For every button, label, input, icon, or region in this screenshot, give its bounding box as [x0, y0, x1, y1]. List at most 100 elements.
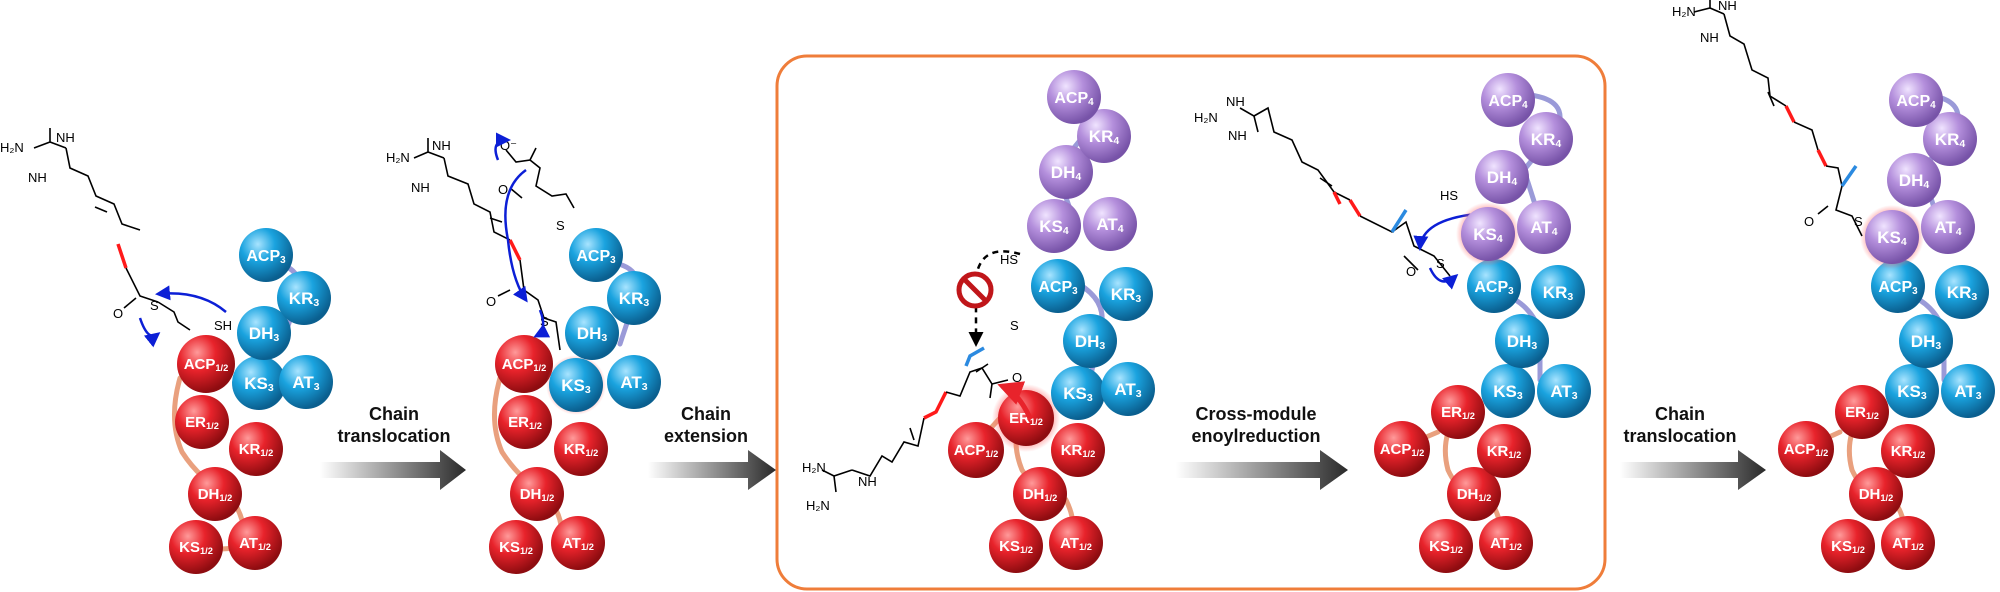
svg-text:ACP3: ACP3: [246, 248, 286, 266]
domain-at12: AT1/2: [1881, 516, 1935, 570]
domain-dh3: DH3: [1063, 314, 1117, 368]
svg-text:ACP4: ACP4: [1896, 93, 1936, 111]
svg-text:DH4: DH4: [1051, 163, 1082, 183]
domain-acp3: ACP3: [1467, 259, 1521, 313]
svg-text:NH: NH: [28, 170, 47, 185]
svg-text:KS4: KS4: [1039, 217, 1069, 237]
domain-dh12: DH1/2: [510, 467, 564, 521]
domain-kr12: KR1/2: [229, 422, 283, 476]
domain-kr4: KR4: [1923, 112, 1977, 166]
molecule-3-labels: H₂N H₂N NH O S HS: [802, 252, 1022, 513]
svg-text:ER1/2: ER1/2: [1441, 404, 1475, 421]
svg-text:DH4: DH4: [1487, 168, 1518, 188]
domain-ks12: KS1/2: [989, 519, 1043, 573]
domain-dh3: DH3: [237, 306, 291, 360]
domain-kr3: KR3: [1531, 265, 1585, 319]
domain-ks3: KS3: [1885, 364, 1939, 418]
domain-acp12: ACP1/2: [1374, 421, 1430, 477]
svg-text:KR3: KR3: [1947, 283, 1978, 303]
domain-er12: ER1/2: [992, 384, 1060, 452]
domain-ks4: KS4: [1860, 205, 1924, 269]
svg-text:DH3: DH3: [1075, 332, 1106, 352]
svg-text:ER1/2: ER1/2: [1009, 410, 1043, 427]
domain-at3: AT3: [607, 355, 661, 409]
arrows-2: [494, 132, 551, 338]
domain-dh12: DH1/2: [1013, 467, 1067, 521]
domain-dh4: DH4: [1475, 150, 1529, 204]
domain-at3: AT3: [1941, 364, 1995, 418]
panel-4: KS1/2 AT1/2 DH1/2 KR1/2 ACP1/2 ER1/2 KS3…: [1374, 73, 1591, 573]
svg-text:DH1/2: DH1/2: [1859, 486, 1894, 503]
domain-ks12: KS1/2: [169, 520, 223, 574]
panel-3: KS1/2 AT1/2 DH1/2 KR1/2 ACP1/2 ER1/2 KS3…: [802, 70, 1477, 573]
svg-text:DH1/2: DH1/2: [1023, 486, 1058, 503]
domain-acp3: ACP3: [1031, 259, 1085, 313]
svg-text:ACP1/2: ACP1/2: [184, 356, 229, 373]
domain-ks3: KS3: [546, 355, 606, 415]
svg-text:DH3: DH3: [1507, 332, 1538, 352]
domain-acp4: ACP4: [1481, 73, 1535, 127]
svg-text:KR3: KR3: [1543, 283, 1574, 303]
domain-acp3: ACP3: [569, 228, 623, 282]
svg-text:Chain: Chain: [1655, 404, 1705, 424]
svg-text:enoylreduction: enoylreduction: [1191, 426, 1320, 446]
svg-text:O: O: [113, 306, 123, 321]
svg-text:S: S: [556, 218, 565, 233]
svg-text:AT3: AT3: [1954, 382, 1981, 402]
domain-er12: ER1/2: [1835, 385, 1889, 439]
svg-text:AT3: AT3: [1550, 382, 1577, 402]
svg-text:S: S: [1854, 214, 1863, 229]
arrows-1: [138, 285, 227, 348]
svg-text:H₂N: H₂N: [386, 150, 410, 165]
domain-at4: AT4: [1517, 200, 1571, 254]
svg-text:AT4: AT4: [1934, 218, 1961, 238]
svg-text:translocation: translocation: [1623, 426, 1736, 446]
domain-acp12: ACP1/2: [948, 422, 1004, 478]
svg-text:KS3: KS3: [1897, 382, 1927, 402]
step-arrow-1: Chain translocation: [320, 404, 466, 490]
svg-text:ER1/2: ER1/2: [185, 414, 219, 431]
domain-kr3: KR3: [1935, 265, 1989, 319]
domain-ks12: KS1/2: [489, 520, 543, 574]
svg-text:Chain: Chain: [681, 404, 731, 424]
step-arrow-3: Cross-module enoylreduction: [1176, 404, 1348, 490]
domain-dh3: DH3: [1899, 314, 1953, 368]
molecule-3b: [1239, 106, 1451, 277]
svg-text:ACP4: ACP4: [1054, 90, 1094, 108]
svg-text:DH1/2: DH1/2: [198, 486, 233, 503]
svg-text:NH: NH: [432, 138, 451, 153]
svg-text:O: O: [1804, 214, 1814, 229]
domain-dh12: DH1/2: [188, 467, 242, 521]
domain-ks12: KS1/2: [1419, 519, 1473, 573]
domain-kr12: KR1/2: [1051, 423, 1105, 477]
blocked-attack: [956, 250, 1033, 420]
molecule-2: [413, 138, 575, 351]
svg-text:ACP3: ACP3: [576, 248, 616, 266]
svg-text:KR1/2: KR1/2: [1061, 442, 1096, 459]
domain-at3: AT3: [1101, 362, 1155, 416]
svg-text:KR4: KR4: [1935, 130, 1966, 150]
svg-text:NH: NH: [411, 180, 430, 195]
domain-kr3: KR3: [1099, 267, 1153, 321]
domain-kr12: KR1/2: [1477, 424, 1531, 478]
svg-text:AT1/2: AT1/2: [239, 535, 271, 552]
svg-text:KR3: KR3: [289, 289, 320, 309]
svg-text:NH: NH: [1228, 128, 1247, 143]
svg-text:ACP3: ACP3: [1878, 279, 1918, 297]
domain-kr4: KR4: [1077, 109, 1131, 163]
svg-text:NH: NH: [1700, 30, 1719, 45]
svg-text:H₂N: H₂N: [1194, 110, 1218, 125]
svg-text:DH3: DH3: [1911, 332, 1942, 352]
svg-text:extension: extension: [664, 426, 748, 446]
domain-at4: AT4: [1921, 200, 1975, 254]
domain-ks4: KS4: [1456, 202, 1520, 266]
svg-text:S: S: [540, 314, 549, 329]
step-arrow-2: Chain extension: [648, 404, 776, 490]
svg-text:KR3: KR3: [1111, 285, 1142, 305]
domain-dh3: DH3: [1495, 314, 1549, 368]
domain-acp3: ACP3: [1871, 259, 1925, 313]
svg-text:ACP1/2: ACP1/2: [954, 442, 999, 459]
domain-er12: ER1/2: [1431, 385, 1485, 439]
svg-text:AT4: AT4: [1530, 218, 1557, 238]
